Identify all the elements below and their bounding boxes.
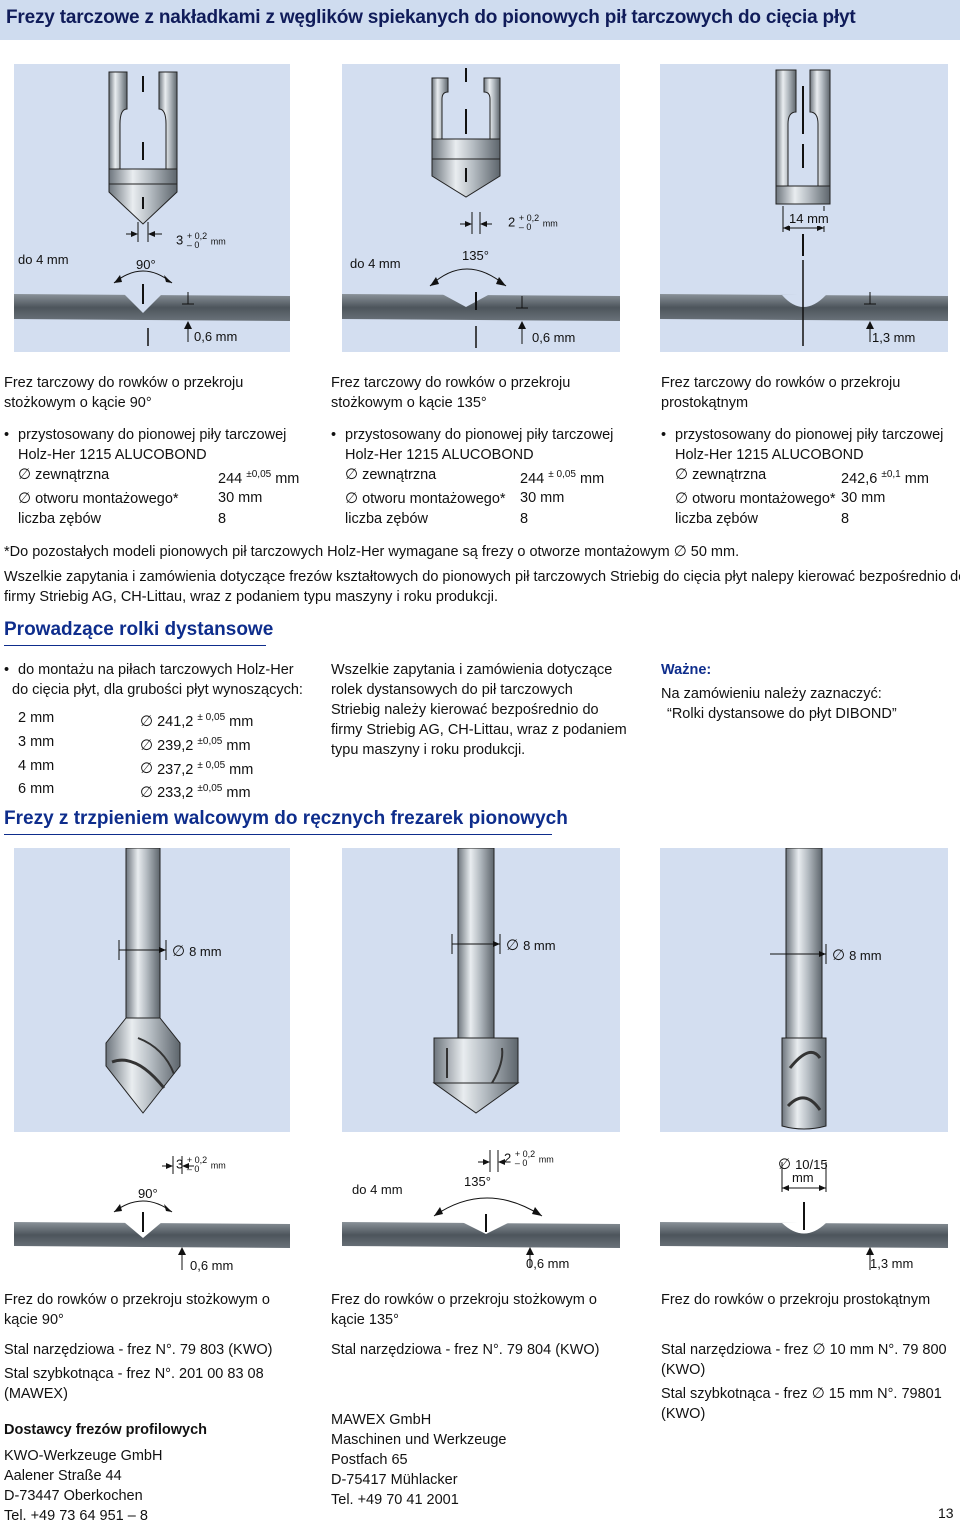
bottom-thickness-label: 0,6 mm [194,329,238,344]
page-number: 13 [938,1505,954,1521]
cutter-name: Frez tarczowy do rowków o przekroju [661,375,901,391]
section-underline [4,834,552,835]
depth-label: do 4 mm [352,1182,403,1197]
cutter-90-description: Frez tarczowy do rowków o przekroju stoż… [4,374,314,529]
width-label: 14 mm [789,211,829,226]
router-panel-3: ∅8 mm [660,848,948,1132]
depth-label: do 4 mm [18,252,69,267]
router-panel-1: ∅8 mm [14,848,290,1132]
page-title: Frezy tarczowe z nakładkami z węglików s… [6,7,856,28]
section-title-rollers: Prowadzące rolki dystansowe [4,619,274,640]
important-note: Ważne: Na zamówieniu należy zaznaczyć: “… [661,662,897,722]
angle-label: 90° [136,257,156,272]
cutter-use: przystosowany do pionowej piły tarczowej [4,426,314,446]
router-panel-2: ∅8 mm [342,848,620,1132]
section-title-routers: Frezy z trzpieniem walcowym do ręcznych … [4,808,568,829]
cutter-name: prostokątnym [661,394,749,411]
cutter-rect-drawing [660,69,948,346]
rollers-contact: Wszelkie zapytania i zamówienia dotycząc… [331,662,627,758]
cutter-name: Frez tarczowy do rowków o przekroju [331,375,571,391]
router-135-drawing [432,848,520,1114]
cutter-90-drawing [14,71,290,346]
angle-label: 90° [138,1186,158,1201]
diameter-icon: ∅ [18,490,32,508]
shank-label: ∅8 mm [832,947,882,964]
cutter-use: przystosowany do pionowej piły tarczowej [661,426,957,446]
diameter-icon: ∅ [675,466,689,483]
suppliers-title: Dostawcy frezów profilowych [4,1422,208,1438]
bottom-thickness-label: 0,6 mm [190,1258,234,1273]
cutter-135-description: Frez tarczowy do rowków o przekroju stoż… [331,374,641,529]
drawing-panel-3: 14 mm 1,3 mm [660,64,948,352]
angle-label: 135° [464,1174,491,1189]
cutter-135-drawing [342,68,620,348]
bottom-thickness-label: 0,6 mm [526,1256,570,1271]
width-label: 2 + 0,2– 0 mm [504,1149,554,1168]
width-label: 2 + 0,2– 0 mm [508,213,558,232]
cutter-use: przystosowany do pionowej piły tarczowej [331,426,641,446]
width-label: 3 + 0,2– 0 mm [176,1155,226,1174]
cutter-name: stożkowym o kącie 135° [331,394,487,411]
depth-label: do 4 mm [350,256,401,271]
diameter-icon: ∅ [675,490,689,508]
bottom-thickness-label: 1,3 mm [870,1256,914,1271]
shank-label: ∅8 mm [172,943,222,960]
router-plates: 90° 3 + 0,2– 0 mm 0,6 mm do 4 mm 135° 2 … [14,1132,948,1280]
cutter-machine: Holz-Her 1215 ALUCOBOND [18,446,207,463]
router-rect-drawing [770,848,827,1130]
bottom-thickness-label: 1,3 mm [872,330,916,345]
shank-label: ∅8 mm [506,937,556,954]
cutter-rect-description: Frez tarczowy do rowków o przekroju pros… [661,374,957,529]
width-label: ∅10/15 mm [778,1156,828,1185]
cutter-name: Frez tarczowy do rowków o przekroju [4,375,244,391]
angle-label: 135° [462,248,489,263]
diameter-icon: ∅ [673,543,687,560]
cutter-name: stożkowym o kącie 90° [4,394,152,411]
diameter-icon: ∅ [345,466,359,483]
width-label: 3 + 0,2– 0 mm [176,231,226,250]
inquiry-text: Wszelkie zapytania i zamówienia dotycząc… [4,569,960,605]
drawing-panel-1: do 4 mm 90° 3 + 0,2– 0 mm 0,6 mm [14,64,290,352]
title-bar [0,0,960,40]
bottom-thickness-label: 0,6 mm [532,330,576,345]
router-rect-description: Frez do rowków o przekroju prostokątnym … [661,1292,947,1422]
section-underline [4,645,266,646]
drawing-panel-2: do 4 mm 135° 2 + 0,2– 0 mm 0,6 mm [342,64,620,352]
cutter-machine: Holz-Her 1215 ALUCOBOND [345,446,534,463]
rollers-info: do montażu na piłach tarczowych Holz-Her… [4,660,314,803]
cutter-machine: Holz-Her 1215 ALUCOBOND [675,446,864,463]
diameter-icon: ∅ [18,466,32,483]
router-90-description: Frez do rowków o przekroju stożkowym o k… [4,1292,273,1524]
plate-drawing [14,1150,948,1270]
router-135-description: Frez do rowków o przekroju stożkowym o k… [331,1292,600,1508]
diameter-icon: ∅ [345,490,359,508]
router-90-drawing [105,848,181,1114]
footnote: *Do pozostałych modeli pionowych pił tar… [4,543,740,560]
